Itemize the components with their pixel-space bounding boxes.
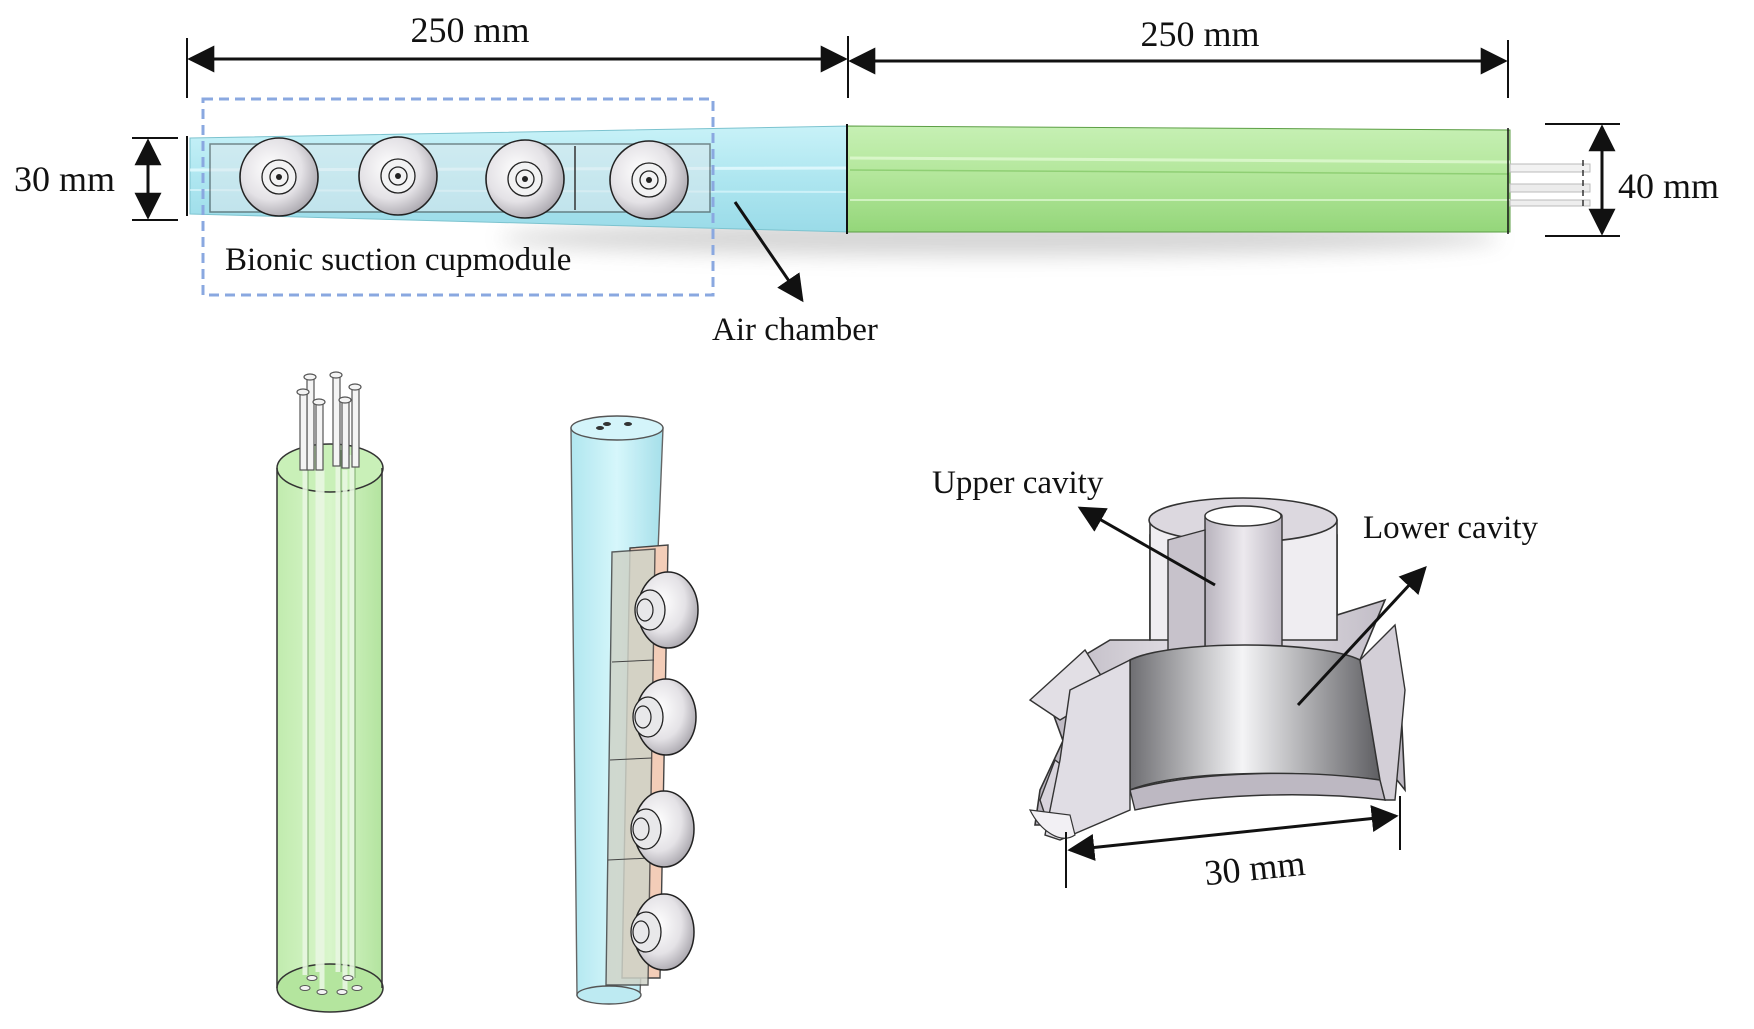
dim-left-diameter-label: 30 mm <box>14 159 115 199</box>
suction-cup-top-view <box>485 139 565 219</box>
tendon-actuator-cylinder <box>276 371 384 1013</box>
lower-cavity <box>1129 644 1381 792</box>
suction-cup-top-view <box>239 137 319 217</box>
green-bending-section <box>846 125 1511 233</box>
upper-cavity-label: Upper cavity <box>932 465 1104 501</box>
dim-right-length-label: 250 mm <box>1140 14 1259 54</box>
tendon-ends <box>1509 160 1591 210</box>
upper-cavity <box>1204 507 1283 651</box>
suction-cup-top-view <box>358 136 438 216</box>
suction-module-label: Bionic suction cupmodule <box>225 242 571 278</box>
suction-cup-side-view <box>632 678 697 756</box>
lower-cavity-label: Lower cavity <box>1363 510 1539 546</box>
suction-module-3d-view <box>570 415 699 1005</box>
suction-cup-top-view <box>609 140 689 220</box>
dim-right-diameter-label: 40 mm <box>1618 166 1719 206</box>
air-chamber-leader <box>733 201 804 303</box>
upper-cavity-leader <box>1077 506 1216 587</box>
suction-cup-side-view <box>634 571 699 649</box>
lower-cavity-leader <box>1296 566 1427 707</box>
dimension-arrow-cup-diameter <box>1067 805 1399 861</box>
cup-diameter-label: 30 mm <box>1202 843 1307 893</box>
suction-cup-side-view <box>630 790 695 868</box>
dim-left-length-label: 250 mm <box>410 10 529 50</box>
suction-cup-side-view <box>630 893 695 971</box>
suction-module-frame <box>201 97 715 297</box>
suction-cup-cross-section: Upper cavity Lower cavity 30 mm <box>932 465 1539 893</box>
manipulator-side-view: 250 mm 250 mm 30 mm 40 mm Bionic suction… <box>14 10 1719 348</box>
air-chamber-label: Air chamber <box>712 312 878 348</box>
